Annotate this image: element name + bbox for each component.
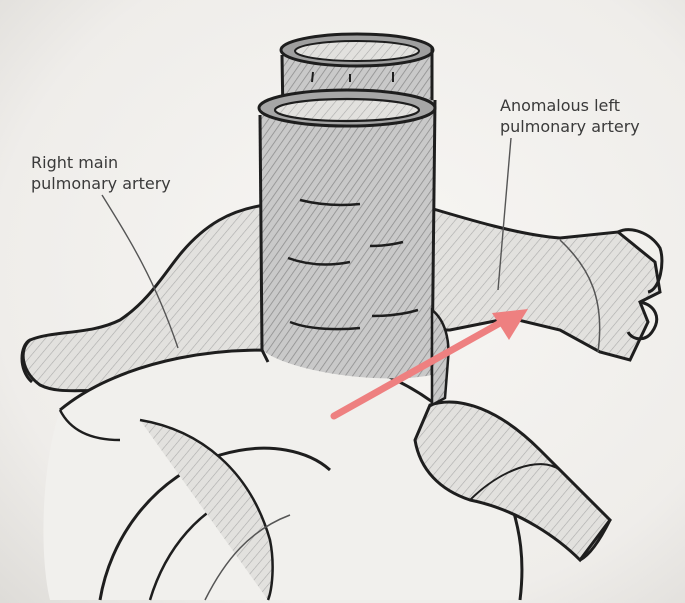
- label-right-main-pa: Right main pulmonary artery: [31, 152, 171, 194]
- label-anomalous-left-pa-line2: pulmonary artery: [500, 116, 640, 137]
- label-anomalous-left-pa: Anomalous left pulmonary artery: [500, 95, 640, 137]
- label-anomalous-left-pa-line1: Anomalous left: [500, 95, 640, 116]
- label-right-main-pa-line2: pulmonary artery: [31, 173, 171, 194]
- front-tube: [259, 90, 435, 378]
- label-right-main-pa-line1: Right main: [31, 152, 171, 173]
